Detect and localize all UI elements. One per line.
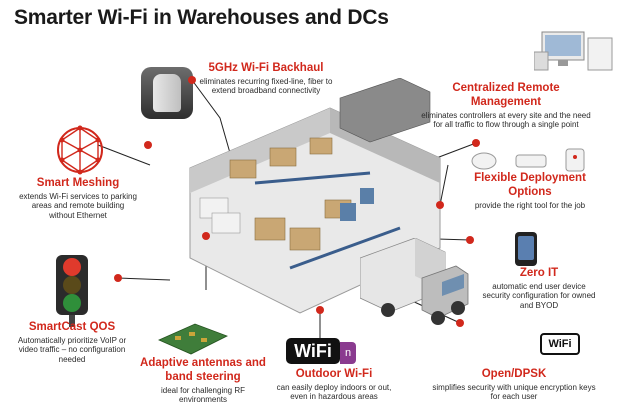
connector-flex [439,164,449,206]
marker-dot-adaptive [202,232,210,240]
feature-description: ideal for challenging RF environments [160,385,246,405]
feature-heading: Adaptive antennas and band steering [140,357,266,383]
delivery-truck-icon [360,238,469,325]
feature-heading: SmartCast QOS [28,321,116,333]
management-devices-icon [534,31,613,71]
antenna-board-icon [158,323,228,355]
wifi-logo-text: WiFi [286,338,340,364]
marker-dot-outdoor [316,306,324,314]
connector-meshing [97,144,151,166]
feature-description: can easily deploy indoors or out, even i… [276,382,392,402]
feature-description: eliminates controllers at every site and… [421,110,591,130]
feature-flexible-deployment: Flexible Deployment Options provide the … [455,172,605,210]
marker-dot-smartcast [114,274,122,282]
feature-central-management: Centralized Remote Management eliminates… [420,82,592,130]
feature-description: eliminates recurring fixed-line, fiber t… [199,76,333,96]
feature-zero-it: Zero IT automatic end user device securi… [478,267,600,311]
connector-smartcast [117,277,171,281]
feature-outdoor-wifi: Outdoor Wi-Fi can easily deploy indoors … [270,368,398,402]
feature-heading: Smart Meshing [36,177,120,189]
feature-heading: Zero IT [519,267,559,279]
wifi-badge-text: WiFi [548,338,572,350]
page-title: Smarter Wi-Fi in Warehouses and DCs [14,6,389,29]
feature-heading: Outdoor Wi-Fi [295,368,373,380]
feature-description: provide the right tool for the job [474,200,586,210]
feature-heading: Centralized Remote Management [452,82,560,108]
feature-description: Automatically prioritize VoIP or video t… [17,335,127,364]
feature-description: simplifies security with unique encrypti… [432,382,596,402]
feature-description: automatic end user device security confi… [482,281,596,310]
marker-dot-flex [436,201,444,209]
feature-heading: Open/DPSK [481,368,547,380]
feature-heading: 5GHz Wi-Fi Backhaul [208,62,324,74]
smartphone-icon [515,232,537,266]
connector-backhaul [191,79,233,161]
traffic-light-icon [50,255,94,327]
feature-backhaul: 5GHz Wi-Fi Backhaul eliminates recurring… [196,62,336,96]
marker-dot-zeroit [466,236,474,244]
feature-description: extends Wi-Fi services to parking areas … [19,191,137,220]
marker-dot-backhaul [188,76,196,84]
marker-dot-central [472,139,480,147]
feature-smartcast-qos: SmartCast QOS Automatically prioritize V… [12,321,132,365]
feature-open-dpsk: Open/DPSK simplifies security with uniqu… [430,368,598,402]
feature-smart-meshing: Smart Meshing extends Wi-Fi services to … [18,177,138,221]
access-point-icon [141,67,193,119]
mesh-globe-icon [57,125,103,175]
wifi-logo-icon: WiFi n [286,338,356,364]
wifi-logo-n: n [340,342,356,364]
marker-dot-meshing [144,141,152,149]
wifi-badge-icon: WiFi [540,333,580,355]
feature-heading: Flexible Deployment Options [474,172,586,198]
feature-adaptive-antennas: Adaptive antennas and band steering idea… [136,357,270,405]
access-points-row-icon [471,148,585,172]
marker-dot-opendpsk [456,319,464,327]
